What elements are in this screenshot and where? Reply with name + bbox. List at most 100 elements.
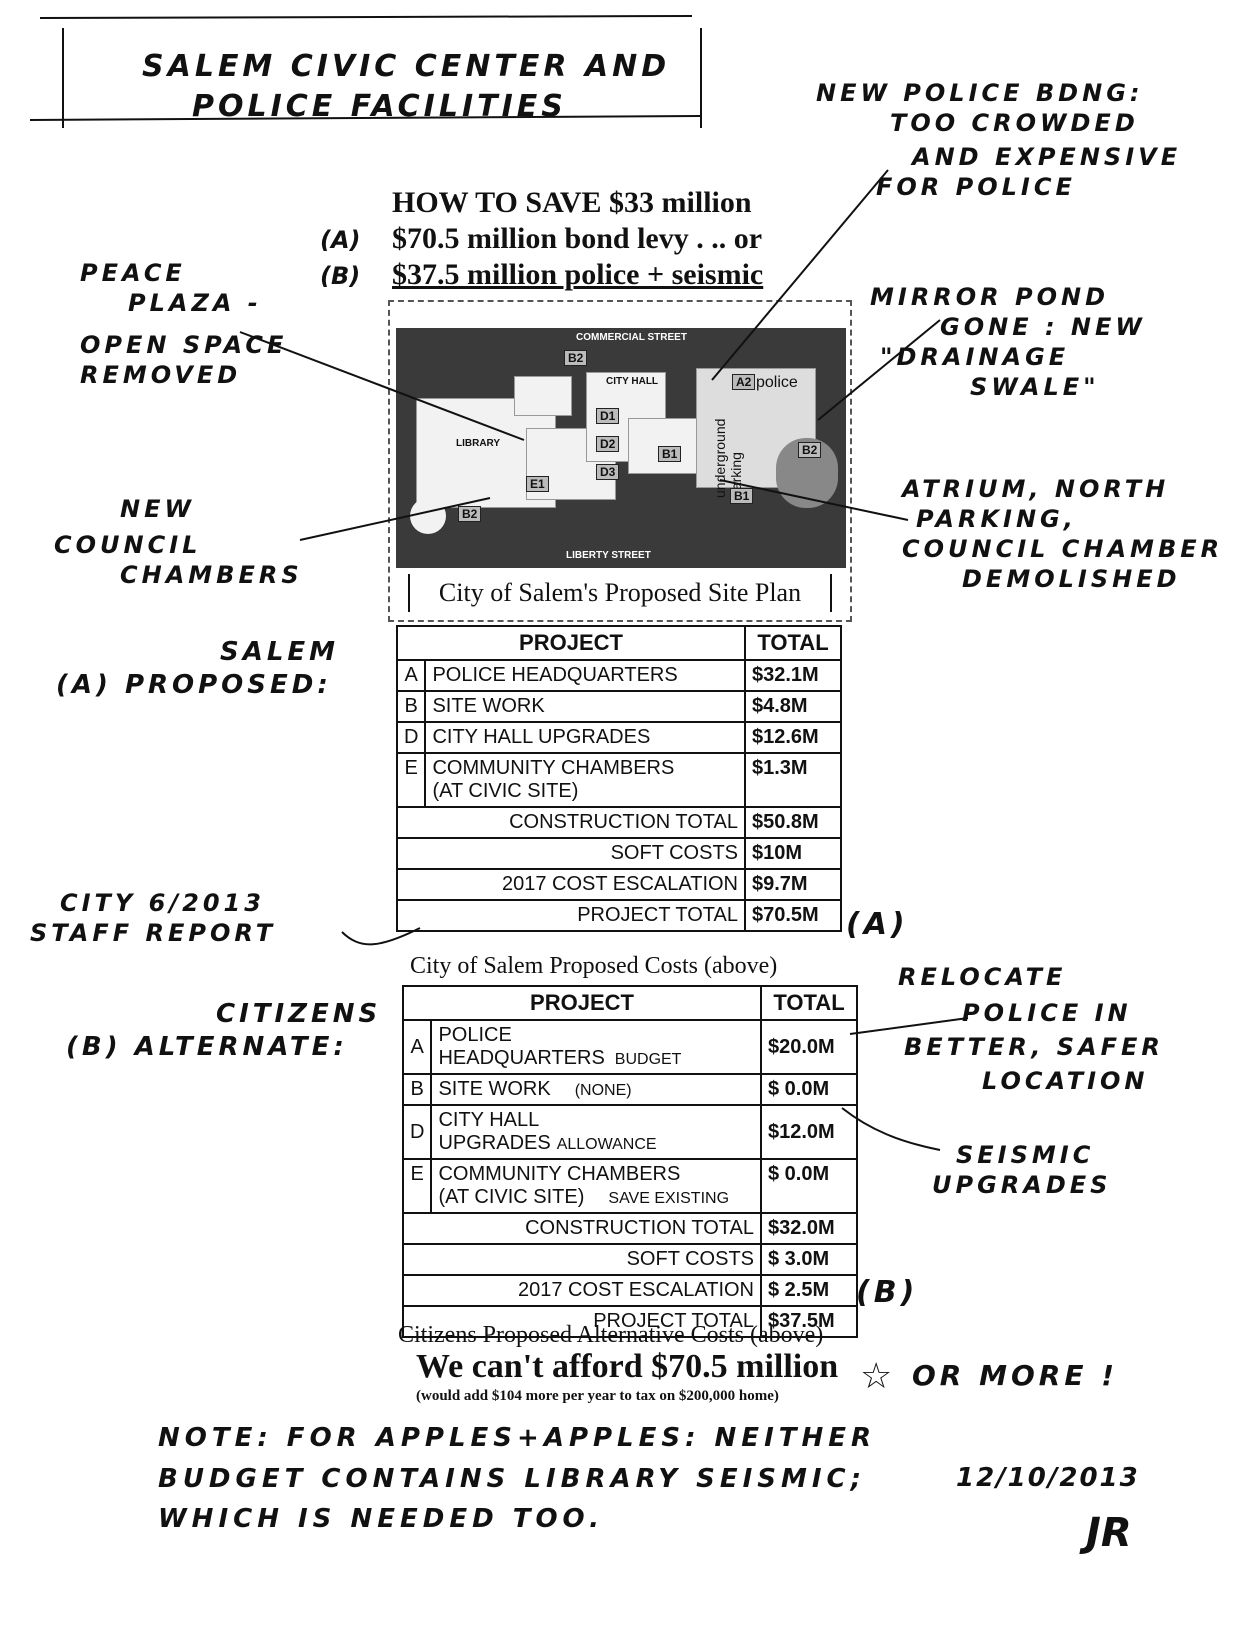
table-salem-proposed: PROJECT TOTAL A POLICE HEADQUARTERS $32.…	[395, 625, 842, 932]
note-line: ATRIUM, NORTH	[902, 475, 1170, 503]
summary-total: $50.8M	[744, 806, 842, 839]
note-line: PLAZA -	[128, 289, 262, 317]
row-code: B	[395, 690, 427, 723]
row-note: ALLOWANCE	[556, 1136, 657, 1153]
badge-d1: D1	[596, 408, 620, 424]
row-code: D	[395, 721, 427, 754]
note-salem-proposed: SALEM (A) PROPOSED:	[56, 636, 339, 701]
note-atrium: ATRIUM, NORTH PARKING, COUNCIL CHAMBER D…	[902, 474, 1223, 594]
header-total: TOTAL	[760, 985, 858, 1021]
option-b-mark: (B)	[320, 262, 361, 290]
note-or-more: OR MORE !	[912, 1359, 1118, 1392]
bottom-slogan: We can't afford $70.5 million (would add…	[416, 1348, 1116, 1405]
row-project-cell: POLICE HEADQUARTERS BUDGET	[430, 1019, 762, 1075]
summary-label: PROJECT TOTAL	[402, 1305, 762, 1338]
note-seismic: SEISMIC UPGRADES	[932, 1140, 1111, 1200]
row-project: SITE WORK	[438, 1078, 551, 1100]
note-line: CITIZENS	[216, 999, 382, 1029]
note-line: LOCATION	[982, 1067, 1149, 1095]
summary-label: 2017 COST ESCALATION	[396, 868, 746, 901]
row-total: $1.3M	[744, 752, 842, 808]
note-line: NOTE: FOR APPLES+APPLES: NEITHER	[158, 1423, 877, 1453]
row-code: E	[401, 1158, 433, 1214]
summary-row: CONSTRUCTION TOTAL $50.8M	[396, 806, 842, 839]
summary-label: CONSTRUCTION TOTAL	[402, 1212, 762, 1245]
summary-label: PROJECT TOTAL	[396, 899, 746, 932]
note-line: SALEM	[220, 637, 340, 667]
note-line: FOR POLICE	[876, 173, 1076, 201]
site-plan-caption: City of Salem's Proposed Site Plan	[408, 574, 832, 612]
table-row: E COMMUNITY CHAMBERS (AT CIVIC SITE) $1.…	[395, 752, 842, 808]
option-a-text: $70.5 million bond levy . .. or	[392, 222, 763, 255]
note-line: MIRROR POND	[870, 283, 1110, 311]
summary-label: SOFT COSTS	[396, 837, 746, 870]
library-label: LIBRARY	[456, 438, 501, 449]
note-line: COUNCIL	[54, 531, 202, 559]
table-row: B SITE WORK $4.8M	[395, 690, 842, 723]
note-line: OPEN SPACE	[80, 331, 288, 359]
site-plan-map: COMMERCIAL STREET LIBRARY CITY HALL poli…	[396, 328, 846, 568]
row-project: POLICE HEADQUARTERS	[438, 1024, 605, 1069]
summary-label: CONSTRUCTION TOTAL	[396, 806, 746, 839]
header-project: PROJECT	[396, 625, 746, 661]
table-header-row: PROJECT TOTAL	[396, 625, 842, 661]
building-small	[514, 376, 572, 416]
row-total: $32.1M	[744, 659, 842, 692]
police-label: police	[756, 374, 798, 391]
table-row: A POLICE HEADQUARTERS BUDGET $20.0M	[401, 1019, 858, 1075]
note-line: NEW	[120, 495, 195, 523]
row-code: A	[401, 1019, 433, 1075]
note-new-council: NEW COUNCIL CHAMBERS	[54, 494, 303, 590]
table-row: D CITY HALL UPGRADES $12.6M	[395, 721, 842, 754]
row-note: (NONE)	[574, 1082, 632, 1099]
star-icon: ☆	[860, 1356, 893, 1397]
note-line: BETTER, SAFER	[904, 1033, 1164, 1061]
badge-b2-top: B2	[564, 350, 588, 366]
badge-d3: D3	[596, 464, 620, 480]
row-total: $ 0.0M	[760, 1073, 858, 1106]
row-project-sub: (AT CIVIC SITE)	[438, 1186, 585, 1208]
summary-row: 2017 COST ESCALATION $9.7M	[396, 868, 842, 901]
table-row: A POLICE HEADQUARTERS $32.1M	[395, 659, 842, 692]
header-project: PROJECT	[402, 985, 762, 1021]
note-line: CITY 6/2013	[60, 889, 265, 917]
note-line: PARKING,	[916, 505, 1077, 533]
note-citizens-alternate: CITIZENS (B) ALTERNATE:	[66, 998, 381, 1063]
city-hall-label: CITY HALL	[606, 376, 659, 387]
summary-label: SOFT COSTS	[402, 1243, 762, 1276]
row-total: $20.0M	[760, 1019, 858, 1075]
row-project-cell: COMMUNITY CHAMBERS (AT CIVIC SITE)	[424, 752, 746, 808]
summary-row: 2017 COST ESCALATION $ 2.5M	[402, 1274, 858, 1307]
row-project: POLICE HEADQUARTERS	[424, 659, 746, 692]
note-line: DEMOLISHED	[962, 565, 1181, 593]
note-line: BUDGET CONTAINS LIBRARY SEISMIC;	[158, 1463, 867, 1494]
row-project: SITE WORK	[424, 690, 746, 723]
row-code: E	[395, 752, 427, 808]
note-line: REMOVED	[80, 361, 242, 389]
note-line: GONE : NEW	[940, 313, 1146, 341]
badge-a2: A2	[732, 374, 756, 390]
badge-b1-lower: B1	[730, 488, 754, 504]
bottom-main: We can't afford $70.5 million	[416, 1348, 839, 1385]
table-b-caption: Citizens Proposed Alternative Costs (abo…	[398, 1322, 824, 1348]
note-line: COUNCIL CHAMBER	[902, 535, 1224, 563]
street-liberty: LIBERTY STREET	[566, 550, 651, 561]
title-box-top-line	[39, 15, 693, 19]
row-total: $4.8M	[744, 690, 842, 723]
title-line-1: SALEM CIVIC CENTER AND	[142, 49, 671, 84]
summary-row: CONSTRUCTION TOTAL $32.0M	[402, 1212, 858, 1245]
row-total: $ 0.0M	[760, 1158, 858, 1214]
note-line: UPGRADES	[932, 1171, 1112, 1199]
row-note: BUDGET	[614, 1051, 682, 1068]
summary-row: SOFT COSTS $10M	[396, 837, 842, 870]
table-citizens-alternative: PROJECT TOTAL A POLICE HEADQUARTERS BUDGE…	[401, 985, 858, 1338]
signature: JR	[1086, 1510, 1132, 1556]
note-line: NEW POLICE BDNG:	[816, 79, 1144, 107]
summary-total: $ 2.5M	[760, 1274, 858, 1307]
note-new-police: NEW POLICE BDNG: TOO CROWDED AND EXPENSI…	[816, 78, 1181, 202]
note-line: STAFF REPORT	[30, 919, 277, 947]
note-final: NOTE: FOR APPLES+APPLES: NEITHER BUDGET …	[158, 1422, 876, 1536]
fountain	[410, 498, 446, 534]
